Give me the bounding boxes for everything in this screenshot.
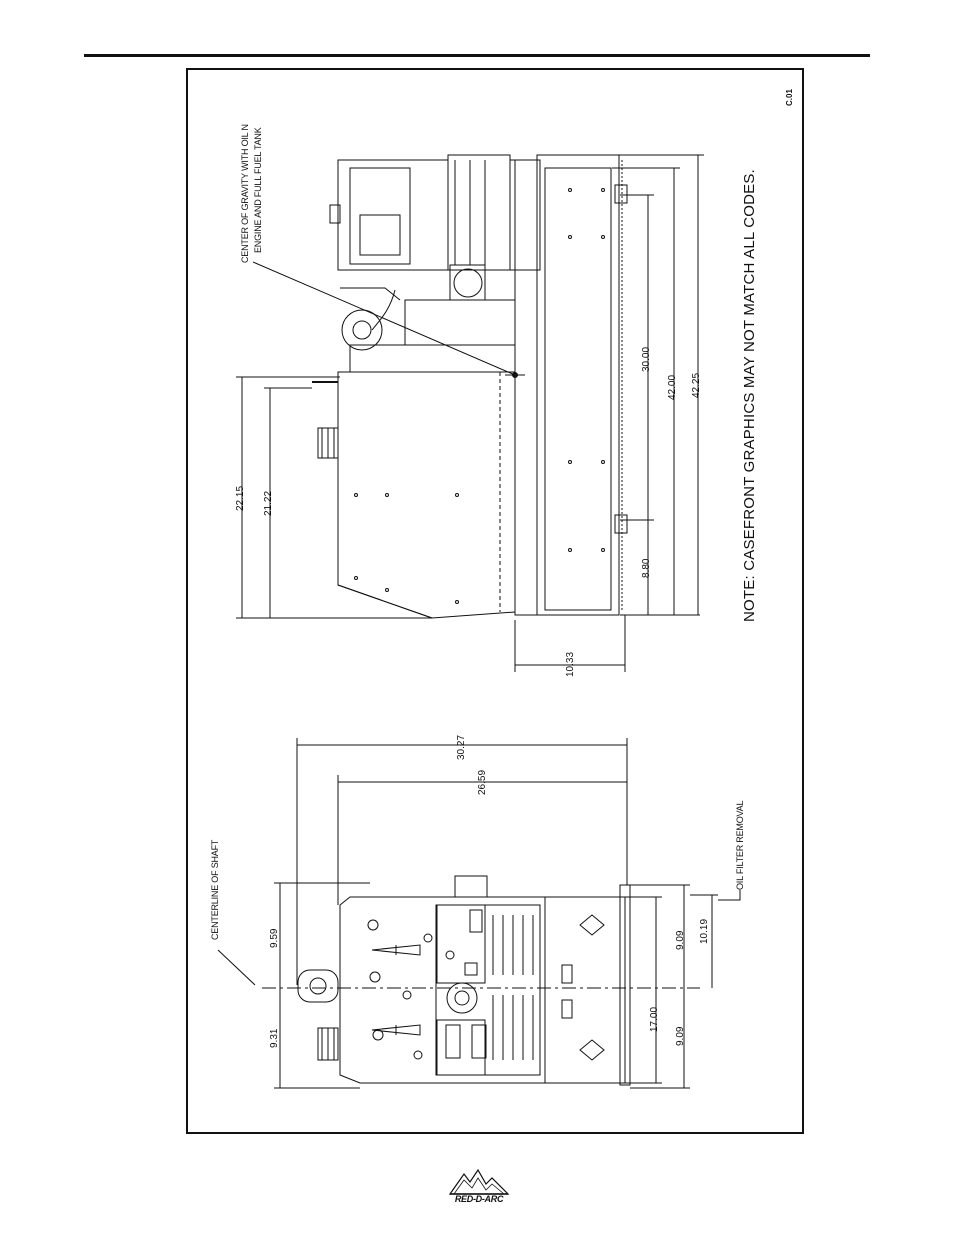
centerline-label: CENTERLINE OF SHAFT — [210, 839, 220, 940]
side-muffler — [341, 309, 383, 351]
dim-mount-offset: 8.80 — [641, 558, 652, 578]
dim-depth-case: 26.59 — [477, 769, 488, 795]
top-rule — [84, 54, 870, 57]
dim-cg-offset: 10.33 — [565, 651, 576, 677]
dim-base-overall: 10.19 — [699, 918, 710, 944]
lift-eye — [297, 969, 339, 1003]
dim-base-lower: 9.09 — [675, 1026, 686, 1046]
drawing-code: C.01 — [785, 89, 794, 106]
lower-foot — [579, 1039, 605, 1061]
side-view — [236, 154, 704, 672]
casefront-note: NOTE: CASEFRONT GRAPHICS MAY NOT MATCH A… — [741, 169, 758, 622]
dim-base-upper: 9.09 — [675, 930, 686, 950]
cg-label-line1: CENTER OF GRAVITY WITH OIL N — [240, 124, 250, 263]
drawing-frame — [186, 68, 804, 1134]
dim-height-case: 21.22 — [263, 490, 274, 516]
dim-depth-overall: 30.27 — [456, 734, 467, 760]
front-view — [217, 738, 741, 1089]
dim-height-overall: 22.15 — [235, 485, 246, 511]
dim-upper-to-shaft: 9.59 — [269, 928, 280, 948]
dim-length-overall: 42.25 — [691, 372, 702, 398]
red-d-arc-logo: RED-D-ARC — [446, 1166, 512, 1206]
upper-dial — [371, 944, 421, 956]
logo-text: RED-D-ARC — [454, 1194, 504, 1204]
dim-base-length: 42.00 — [667, 374, 678, 400]
lower-dial — [371, 1024, 421, 1036]
mountain-logo-icon — [448, 1168, 510, 1195]
cg-leader — [252, 261, 516, 376]
dim-lower-to-shaft: 9.31 — [269, 1028, 280, 1048]
louvers — [492, 915, 534, 1060]
oil-filter-label: OIL FILTER REMOVAL — [735, 800, 745, 890]
dim-mount-spacing: 30.00 — [641, 346, 652, 372]
dim-base-width: 17.00 — [649, 1006, 660, 1032]
upper-foot — [579, 914, 605, 936]
cg-label-line2: ENGINE AND FULL FUEL TANK — [253, 127, 263, 253]
twistlock-receptacle — [446, 982, 478, 1014]
